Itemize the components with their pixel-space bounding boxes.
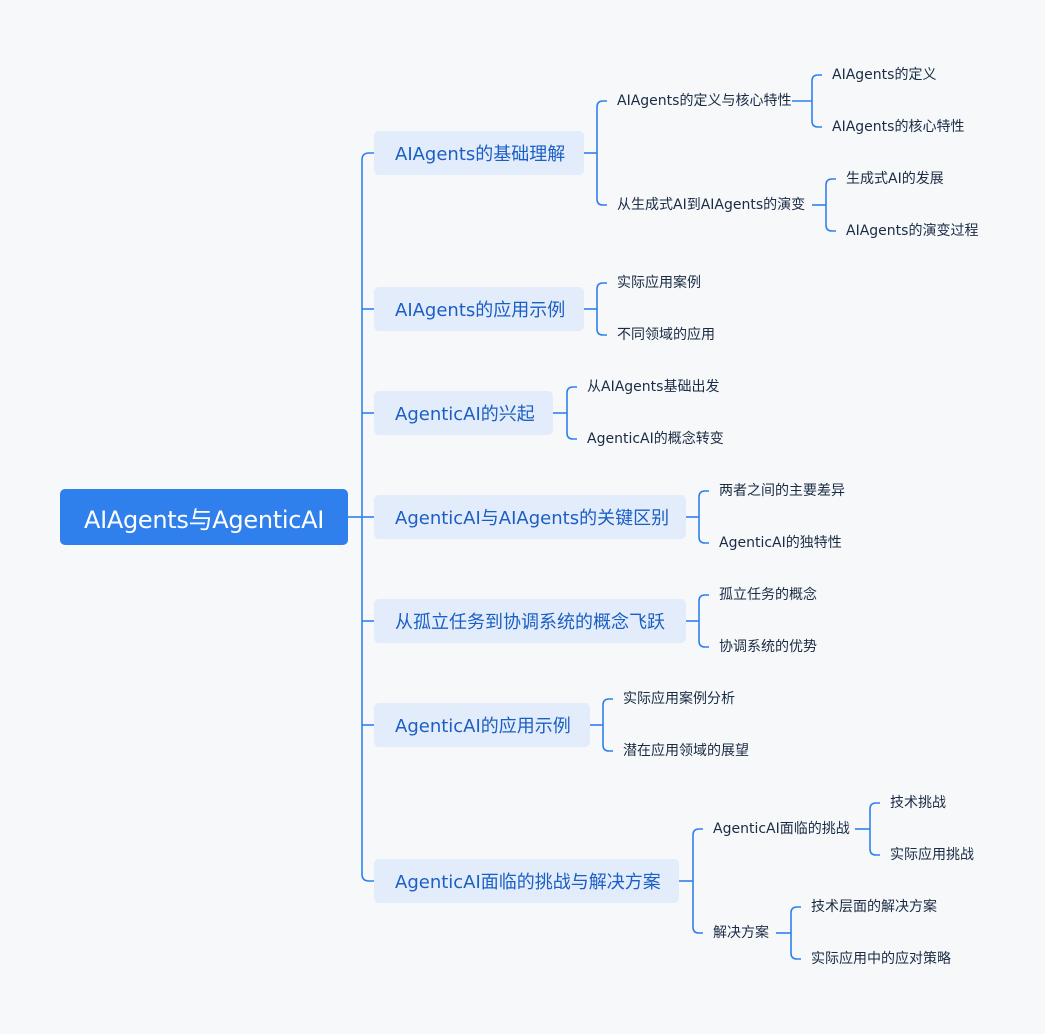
leaf-future-outlook[interactable]: 潜在应用领域的展望 [623, 743, 749, 759]
connector-line-15 [811, 74, 822, 82]
leaf-uniqueness[interactable]: AgenticAI的独特性 [719, 535, 842, 551]
leaf-from-basics[interactable]: 从AIAgents基础出发 [587, 379, 720, 395]
branch-concept-leap[interactable]: 从孤立任务到协调系统的概念飞跃 [374, 599, 686, 643]
leaf-core-features[interactable]: AIAgents的核心特性 [832, 119, 965, 135]
connector-line-48 [869, 848, 880, 856]
connector-line-31 [698, 490, 709, 498]
connector-line-19 [825, 178, 836, 186]
connector-line-52 [790, 952, 801, 960]
branch-key-differences[interactable]: AgenticAI与AIAgents的关键区别 [374, 495, 686, 539]
branch-agentic-ai-rise[interactable]: AgenticAI的兴起 [374, 391, 553, 435]
leaf-isolated-tasks[interactable]: 孤立任务的概念 [719, 587, 817, 603]
connector-line-43 [692, 828, 703, 836]
leaf-genai-development[interactable]: 生成式AI的发展 [846, 171, 944, 187]
leaf-practical-challenges[interactable]: 实际应用挑战 [890, 847, 974, 863]
connector-line-8 [361, 873, 374, 882]
connector-line-47 [869, 802, 880, 810]
connector-line-2 [361, 152, 374, 161]
leaf-coordinated-advantages[interactable]: 协调系统的优势 [719, 639, 817, 655]
connector-line-32 [698, 536, 709, 544]
connector-line-40 [602, 744, 613, 752]
leaf-main-differences[interactable]: 两者之间的主要差异 [719, 483, 845, 499]
leaf-practical-strategies[interactable]: 实际应用中的应对策略 [811, 951, 951, 967]
connector-line-24 [596, 328, 607, 336]
connector-line-16 [811, 120, 822, 128]
connector-line-35 [698, 594, 709, 602]
leaf-practical-cases[interactable]: 实际应用案例 [617, 275, 701, 291]
branch-ai-agents-basics[interactable]: AIAgents的基础理解 [374, 131, 584, 175]
connector-line-39 [602, 698, 613, 706]
connector-line-20 [825, 224, 836, 232]
node-challenges[interactable]: AgenticAI面临的挑战 [713, 821, 850, 837]
leaf-evolution-process[interactable]: AIAgents的演变过程 [846, 223, 979, 239]
connector-line-51 [790, 906, 801, 914]
branch-agentic-ai-applications[interactable]: AgenticAI的应用示例 [374, 703, 590, 747]
connector-line-44 [692, 926, 703, 934]
root-node[interactable]: AIAgents与AgenticAI [60, 489, 348, 545]
branch-challenges-solutions[interactable]: AgenticAI面临的挑战与解决方案 [374, 859, 679, 903]
leaf-case-analysis[interactable]: 实际应用案例分析 [623, 691, 735, 707]
node-solutions[interactable]: 解决方案 [713, 925, 769, 941]
leaf-tech-challenges[interactable]: 技术挑战 [890, 795, 946, 811]
leaf-domain-applications[interactable]: 不同领域的应用 [617, 327, 715, 343]
leaf-definition[interactable]: AIAgents的定义 [832, 67, 937, 83]
connector-line-12 [596, 198, 607, 206]
node-evolution[interactable]: 从生成式AI到AIAgents的演变 [617, 197, 806, 213]
leaf-concept-shift[interactable]: AgenticAI的概念转变 [587, 431, 724, 447]
connector-line-23 [596, 282, 607, 290]
leaf-tech-solutions[interactable]: 技术层面的解决方案 [811, 899, 937, 915]
connector-line-36 [698, 640, 709, 648]
connector-line-11 [596, 100, 607, 108]
connector-line-28 [566, 432, 577, 440]
branch-ai-agents-applications[interactable]: AIAgents的应用示例 [374, 287, 584, 331]
connector-line-27 [566, 386, 577, 394]
node-definition-core-features[interactable]: AIAgents的定义与核心特性 [617, 93, 792, 109]
